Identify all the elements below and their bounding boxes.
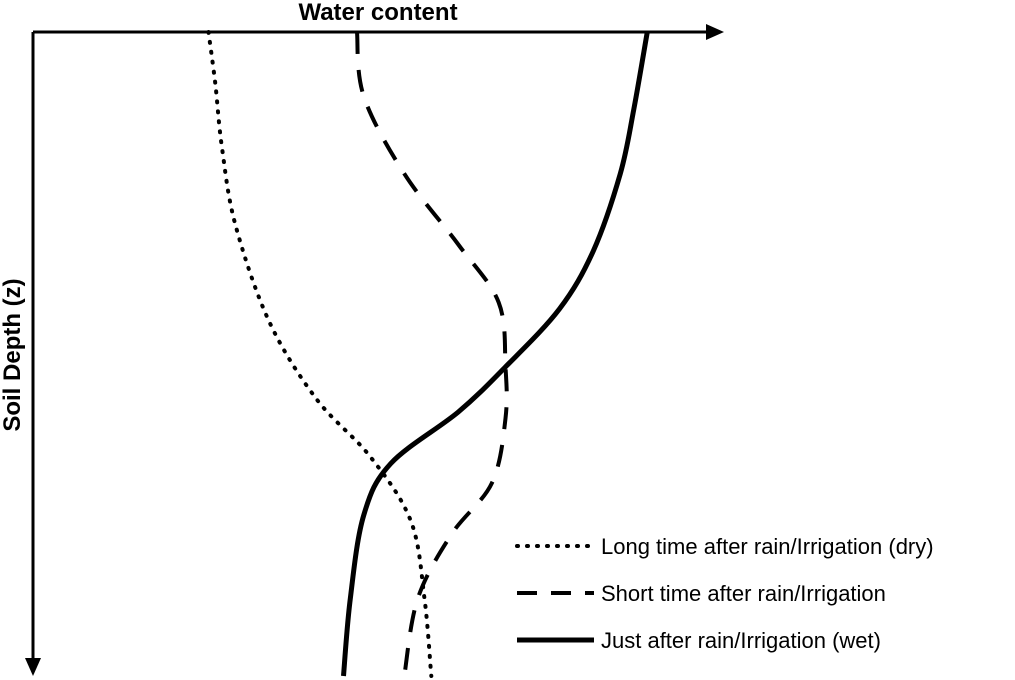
x-axis-title: Water content <box>298 0 457 26</box>
y-axis-arrowhead <box>25 658 41 676</box>
legend-label-dashed: Short time after rain/Irrigation <box>601 581 886 606</box>
series-line-dashed <box>355 31 509 677</box>
y-axis-title: Soil Depth (z) <box>0 278 26 431</box>
legend: Long time after rain/Irrigation (dry) Sho… <box>515 534 934 653</box>
x-axis: Water content <box>33 0 724 40</box>
y-axis: Soil Depth (z) <box>0 32 41 676</box>
plot-lines <box>206 30 650 678</box>
series-line-solid <box>341 31 650 677</box>
legend-label-dotted: Long time after rain/Irrigation (dry) <box>601 534 934 559</box>
series-line-dotted <box>206 30 434 678</box>
legend-label-solid: Just after rain/Irrigation (wet) <box>601 628 881 653</box>
x-axis-arrowhead <box>706 24 724 40</box>
